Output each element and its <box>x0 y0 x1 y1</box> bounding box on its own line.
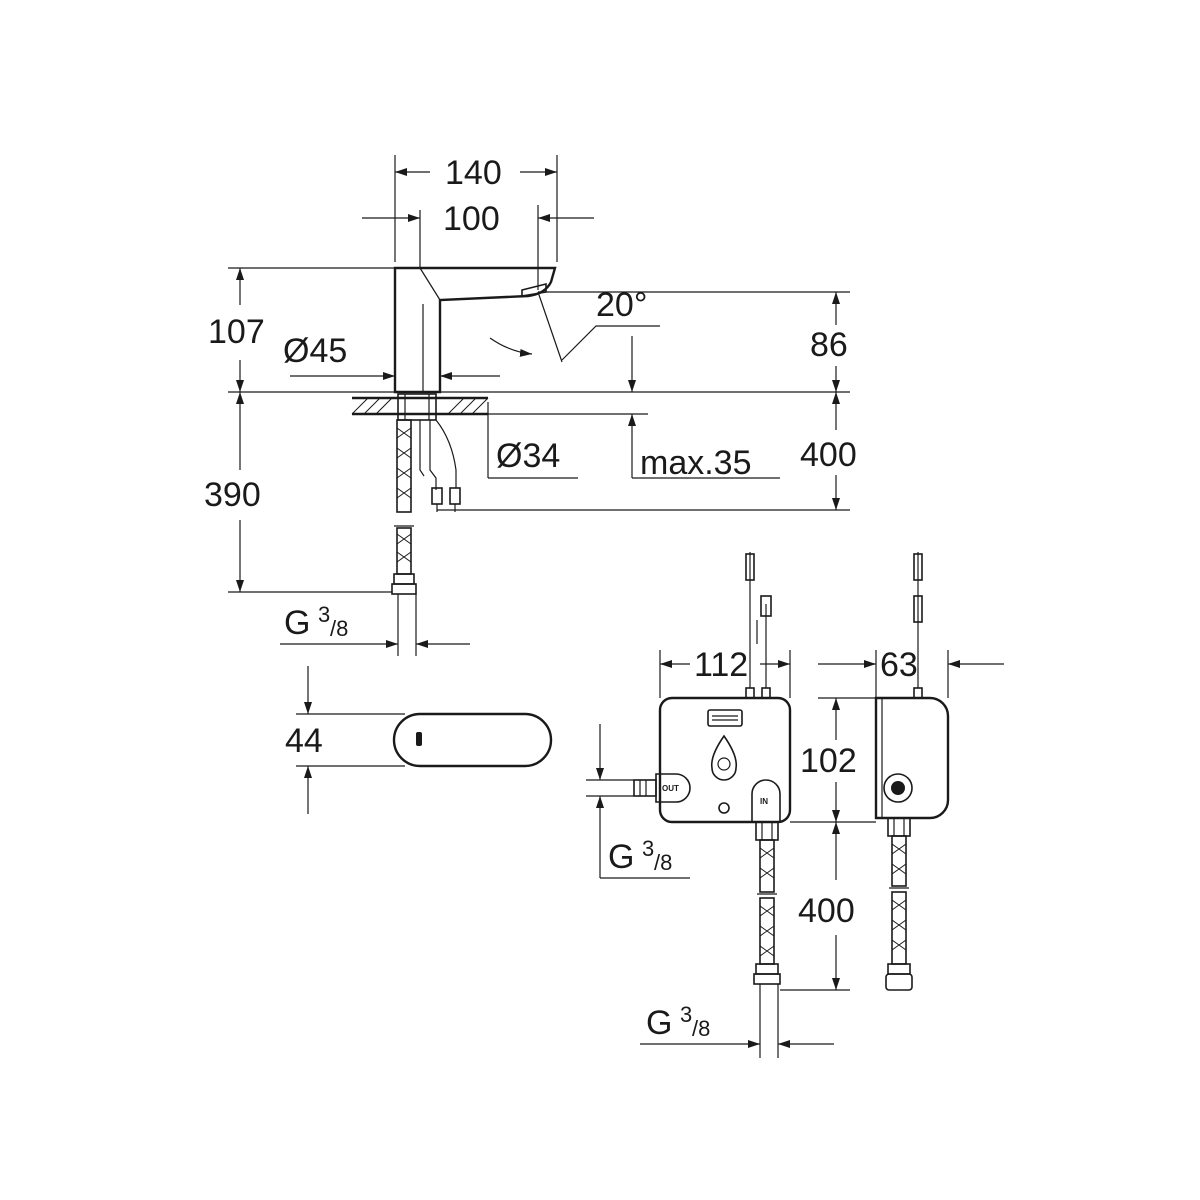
dim-107: 107 <box>208 313 265 351</box>
dim-140: 140 <box>445 154 502 192</box>
dim-100: 100 <box>443 200 500 238</box>
box-dimensions <box>586 650 1004 1048</box>
dim-angle-20: 20° <box>596 286 647 324</box>
svg-text:G: G <box>646 1004 672 1042</box>
dim-112: 112 <box>694 646 748 684</box>
svg-text:OUT: OUT <box>662 784 679 793</box>
svg-text:/8: /8 <box>654 850 672 875</box>
dim-400-lower: 400 <box>798 892 855 930</box>
svg-text:G: G <box>608 838 634 876</box>
faucet-side-view <box>351 266 557 656</box>
spout-top-view <box>296 666 553 814</box>
svg-text:/8: /8 <box>330 616 348 641</box>
svg-text:IN: IN <box>760 797 768 806</box>
svg-text:3: 3 <box>642 836 654 861</box>
out-port: OUT <box>633 773 691 803</box>
hose-braid-top <box>396 427 412 499</box>
svg-text:/8: /8 <box>692 1016 710 1041</box>
dim-102: 102 <box>800 742 857 780</box>
faucet-dimensions <box>228 155 850 648</box>
thread-label-out: G 3 /8 <box>608 836 672 876</box>
svg-text:3: 3 <box>318 602 330 627</box>
control-box-front: OUT IN <box>633 552 792 1058</box>
dim-max-35: max.35 <box>640 444 752 482</box>
dim-400-top: 400 <box>800 436 857 474</box>
dim-dia-45: Ø45 <box>283 332 347 370</box>
control-box-side <box>874 552 950 991</box>
counter-hatch <box>351 397 489 415</box>
dim-86: 86 <box>810 326 848 364</box>
dim-63: 63 <box>880 646 918 684</box>
dim-44: 44 <box>285 722 323 760</box>
thread-label-lower: G 3 /8 <box>646 1002 710 1042</box>
dim-390: 390 <box>204 476 261 514</box>
dim-dia-34: Ø34 <box>496 437 560 475</box>
svg-text:G: G <box>284 604 310 642</box>
water-drop-icon <box>710 734 738 781</box>
svg-text:3: 3 <box>680 1002 692 1027</box>
thread-label-top: G 3 /8 <box>284 602 348 642</box>
in-port: IN <box>751 779 781 822</box>
